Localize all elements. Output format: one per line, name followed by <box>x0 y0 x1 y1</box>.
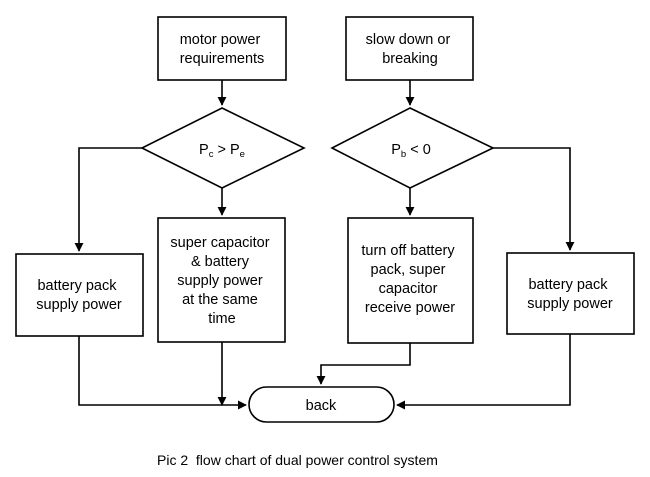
battery-pack-right-label: battery pack supply power <box>527 277 613 312</box>
decision-pc-pe-label: Pc > Pe <box>199 142 245 160</box>
turn-off-battery-label: turn off battery pack, super capacitor r… <box>361 243 458 316</box>
arrow-decision-to-battery-right <box>493 147 575 251</box>
super-capacitor-box <box>157 217 286 343</box>
battery-pack-left-label: battery pack supply power <box>36 278 122 313</box>
arrow-decision-to-battery-left <box>74 147 142 252</box>
super-capacitor-label: super capacitor & battery supply power a… <box>170 235 273 327</box>
motor-power-label: motor power requirements <box>180 32 265 67</box>
slow-down-box <box>345 16 474 81</box>
arrow-turn-off-to-back <box>316 343 411 385</box>
decision-pb-zero-label: Pb < 0 <box>391 142 431 160</box>
arrow-battery-left-to-back <box>78 336 247 410</box>
slow-down-label: slow down or breaking <box>366 32 455 67</box>
back-terminal-label: back <box>306 398 337 414</box>
arrow-battery-right-to-back <box>396 334 571 410</box>
back-terminal <box>248 386 395 423</box>
turn-off-battery-box <box>347 217 474 344</box>
figure-caption: Pic 2 flow chart of dual power control s… <box>157 452 438 468</box>
battery-pack-right-box <box>506 252 635 335</box>
motor-power-box <box>157 16 287 81</box>
battery-pack-left-box <box>15 253 144 337</box>
